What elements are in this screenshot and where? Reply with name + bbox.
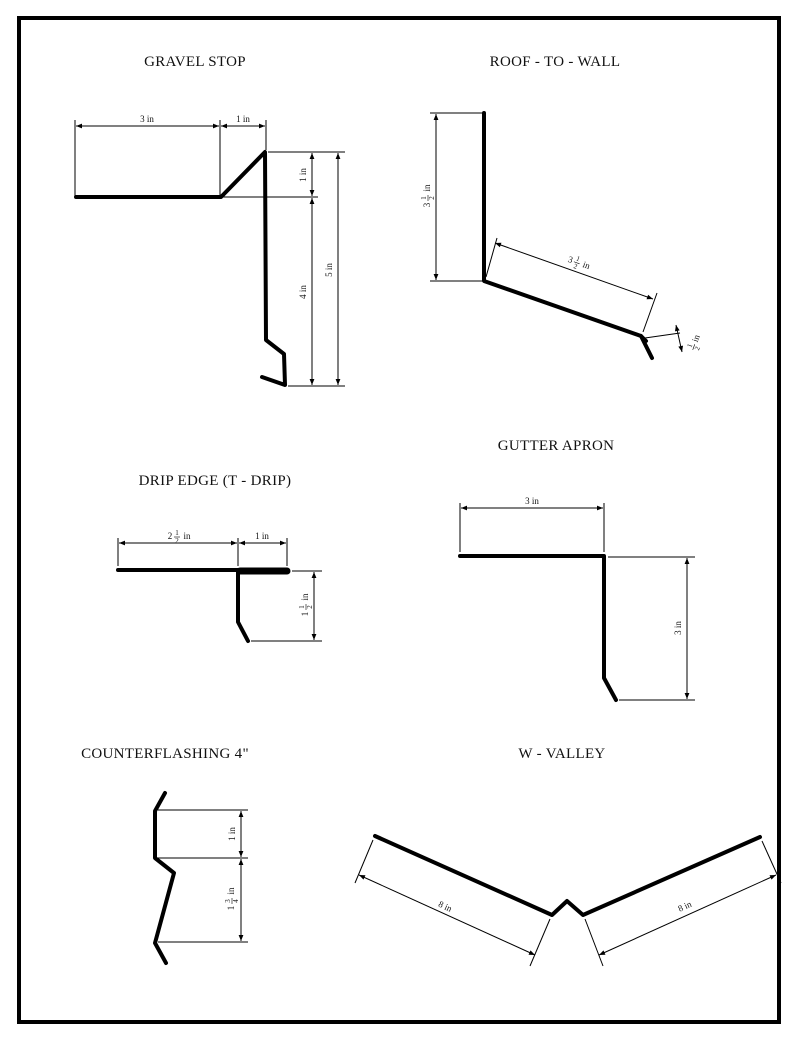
extension-line bbox=[644, 332, 681, 339]
svg-text:in: in bbox=[422, 184, 432, 192]
roof-to-wall-profile bbox=[482, 111, 654, 360]
svg-text:1: 1 bbox=[226, 906, 236, 911]
dim-label-1-half-in: 1 1 2 in bbox=[298, 593, 314, 616]
dim-label-2-half-in: 2 1 2 in bbox=[168, 529, 191, 545]
extension-line bbox=[485, 237, 498, 278]
w-valley-section: W - VALLEY 8 in 8 in bbox=[354, 746, 782, 967]
counterflashing-title: COUNTERFLASHING 4" bbox=[81, 746, 249, 762]
counterflashing-profile bbox=[153, 791, 176, 965]
dim-label-1-3-4-in: 1 3 4 in bbox=[224, 887, 240, 910]
svg-text:in: in bbox=[582, 259, 592, 271]
svg-text:1: 1 bbox=[298, 605, 306, 609]
gravel-stop-profile bbox=[74, 150, 287, 387]
dim-label-3in: 3 in bbox=[140, 114, 154, 124]
counterflashing-section: COUNTERFLASHING 4" 1 in 1 3 4 in bbox=[81, 746, 249, 965]
extension-line bbox=[529, 918, 551, 967]
drip-edge-section: DRIP EDGE (T - DRIP) 2 1 2 in 1 in 1 1 2… bbox=[116, 473, 322, 643]
extension-line bbox=[354, 839, 374, 884]
gutter-apron-profile bbox=[458, 554, 618, 702]
roof-to-wall-section: ROOF - TO - WALL 3 1 2 in 3 1 2 in 1 bbox=[420, 54, 702, 360]
dim-label-1in: 1 in bbox=[255, 531, 269, 541]
dim-label-8in-right: 8 in bbox=[676, 899, 693, 914]
gravel-stop-section: GRAVEL STOP 3 in 1 in 1 in 4 in 5 in bbox=[74, 54, 345, 387]
svg-text:in: in bbox=[300, 593, 310, 601]
dim-label-1in: 1 in bbox=[227, 827, 237, 841]
extension-line bbox=[584, 918, 604, 967]
svg-text:1: 1 bbox=[175, 529, 179, 537]
dimension-line bbox=[674, 324, 684, 353]
svg-text:1: 1 bbox=[300, 612, 310, 617]
svg-text:in: in bbox=[183, 531, 191, 541]
svg-text:1: 1 bbox=[686, 342, 695, 348]
dim-label-half-in-hem: 1 2 in bbox=[686, 333, 702, 352]
dim-label-5in: 5 in bbox=[324, 263, 334, 277]
dimension-line bbox=[358, 874, 536, 956]
dim-label-1in-vertical: 1 in bbox=[298, 168, 308, 182]
svg-text:3: 3 bbox=[567, 254, 575, 265]
dim-label-3in-side: 3 in bbox=[673, 621, 683, 635]
svg-text:1: 1 bbox=[420, 196, 428, 200]
svg-text:2: 2 bbox=[693, 345, 702, 351]
svg-text:2: 2 bbox=[572, 262, 578, 271]
dim-label-3in-top: 3 in bbox=[525, 496, 539, 506]
w-valley-title: W - VALLEY bbox=[518, 746, 605, 762]
svg-text:2: 2 bbox=[168, 531, 173, 541]
svg-text:4: 4 bbox=[232, 899, 240, 903]
dim-label-3-half-in-slope: 3 1 2 in bbox=[567, 254, 592, 271]
svg-text:1: 1 bbox=[575, 255, 581, 264]
gutter-apron-title: GUTTER APRON bbox=[498, 438, 615, 454]
dim-label-4in: 4 in bbox=[298, 285, 308, 299]
svg-text:2: 2 bbox=[175, 537, 179, 545]
w-valley-profile bbox=[373, 834, 762, 917]
drip-edge-title: DRIP EDGE (T - DRIP) bbox=[139, 473, 292, 489]
dim-label-3-half-in-vertical: 3 1 2 in bbox=[420, 184, 436, 207]
gravel-stop-title: GRAVEL STOP bbox=[144, 54, 246, 70]
gutter-apron-section: GUTTER APRON 3 in 3 in bbox=[458, 438, 695, 702]
dimension-line bbox=[598, 874, 777, 956]
roof-to-wall-hem bbox=[639, 334, 648, 343]
roof-to-wall-title: ROOF - TO - WALL bbox=[490, 54, 621, 70]
drip-edge-profile bbox=[236, 570, 289, 643]
svg-text:3: 3 bbox=[224, 899, 232, 903]
svg-text:2: 2 bbox=[306, 605, 314, 609]
svg-text:2: 2 bbox=[428, 196, 436, 200]
svg-text:in: in bbox=[690, 333, 702, 343]
svg-text:in: in bbox=[226, 887, 236, 895]
extension-line bbox=[761, 840, 782, 884]
page-border bbox=[17, 16, 781, 1024]
dimension-line bbox=[494, 242, 654, 300]
dim-label-1in: 1 in bbox=[236, 114, 250, 124]
extension-line bbox=[642, 292, 658, 333]
svg-text:3: 3 bbox=[422, 202, 432, 207]
